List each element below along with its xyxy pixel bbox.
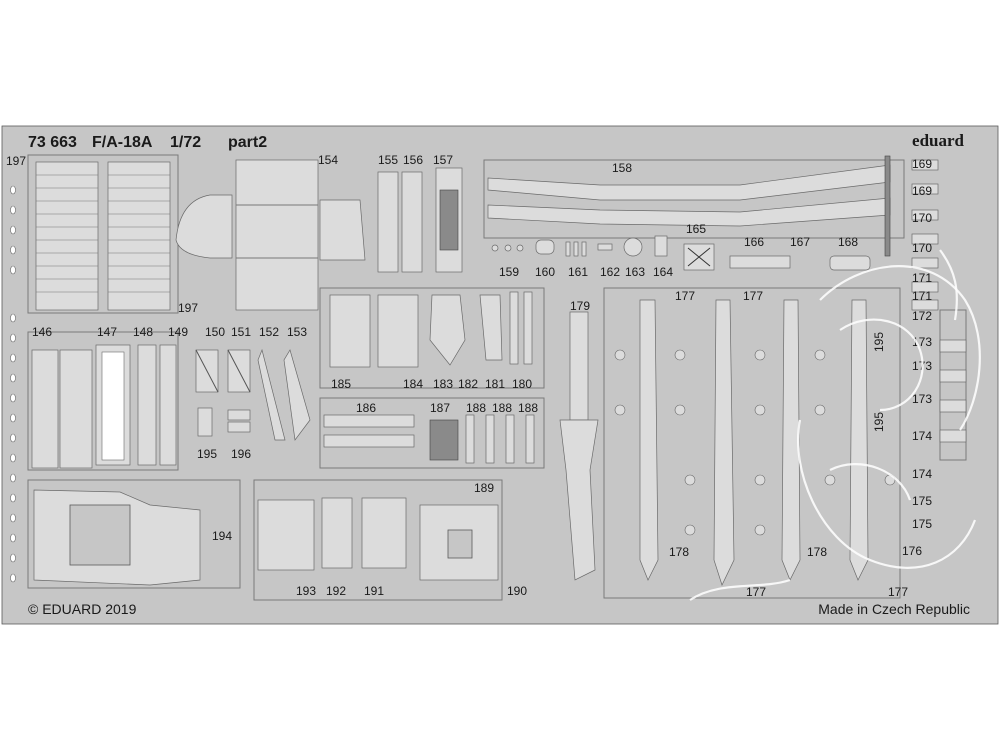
label-171-a: 171 <box>912 271 932 285</box>
label-191: 191 <box>364 584 384 598</box>
label-156: 156 <box>403 153 423 167</box>
small-parts-row <box>491 235 871 271</box>
part-194 <box>33 489 201 586</box>
label-192: 192 <box>326 584 346 598</box>
label-165: 165 <box>686 222 706 236</box>
label-188-c: 188 <box>518 401 538 415</box>
label-166: 166 <box>744 235 764 249</box>
label-177-d: 177 <box>888 585 908 599</box>
watermark-seal-icon <box>689 249 981 601</box>
label-150: 150 <box>205 325 225 339</box>
label-179: 179 <box>570 299 590 313</box>
label-193: 193 <box>296 584 316 598</box>
label-164: 164 <box>653 265 673 279</box>
label-189: 189 <box>474 481 494 495</box>
label-177-c: 177 <box>746 585 766 599</box>
label-159: 159 <box>499 265 519 279</box>
label-155: 155 <box>378 153 398 167</box>
label-174-a: 174 <box>912 429 932 443</box>
label-162: 162 <box>600 265 620 279</box>
parts-180-185 <box>329 291 533 368</box>
label-174-b: 174 <box>912 467 932 481</box>
label-185: 185 <box>331 377 351 391</box>
label-160: 160 <box>535 265 555 279</box>
pylons-177 <box>614 299 896 586</box>
sheet-part: part2 <box>228 134 267 151</box>
label-178-b: 178 <box>807 545 827 559</box>
label-195-a: 195 <box>197 447 217 461</box>
label-186: 186 <box>356 401 376 415</box>
label-187: 187 <box>430 401 450 415</box>
label-177-b: 177 <box>743 289 763 303</box>
label-196: 196 <box>231 447 251 461</box>
label-183: 183 <box>433 377 453 391</box>
part-158 <box>487 155 891 257</box>
label-177-a: 177 <box>675 289 695 303</box>
label-168: 168 <box>838 235 858 249</box>
label-173-a: 173 <box>912 335 932 349</box>
parts-186-188 <box>323 414 535 464</box>
label-169-b: 169 <box>912 184 932 198</box>
label-176: 176 <box>902 544 922 558</box>
part-197-grid <box>35 161 171 311</box>
parts-146-149 <box>31 344 177 469</box>
label-188-b: 188 <box>492 401 512 415</box>
label-157: 157 <box>433 153 453 167</box>
part-179 <box>559 311 599 581</box>
label-158: 158 <box>612 161 632 175</box>
label-178-a: 178 <box>669 545 689 559</box>
label-153: 153 <box>287 325 307 339</box>
scale: 1/72 <box>170 134 201 151</box>
aircraft-model: F/A-18A <box>92 134 153 151</box>
label-161: 161 <box>568 265 588 279</box>
label-170-b: 170 <box>912 241 932 255</box>
right-column-parts <box>911 159 967 461</box>
label-148: 148 <box>133 325 153 339</box>
label-182: 182 <box>458 377 478 391</box>
part-154 <box>175 159 366 311</box>
label-170-a: 170 <box>912 211 932 225</box>
label-151: 151 <box>231 325 251 339</box>
label-154: 154 <box>318 153 338 167</box>
label-180: 180 <box>512 377 532 391</box>
label-188-a: 188 <box>466 401 486 415</box>
left-holes <box>10 185 16 583</box>
label-197-top: 197 <box>6 154 26 168</box>
brand-logo: eduard <box>912 131 965 150</box>
label-181: 181 <box>485 377 505 391</box>
label-184: 184 <box>403 377 423 391</box>
label-173-c: 173 <box>912 392 932 406</box>
label-175-b: 175 <box>912 517 932 531</box>
label-152: 152 <box>259 325 279 339</box>
label-149: 149 <box>168 325 188 339</box>
origin-note: Made in Czech Republic <box>818 601 970 617</box>
label-169-a: 169 <box>912 157 932 171</box>
parts-189-193 <box>257 497 499 581</box>
label-167: 167 <box>790 235 810 249</box>
label-195-b: 195 <box>872 332 886 352</box>
label-147: 147 <box>97 325 117 339</box>
label-195-c: 195 <box>872 412 886 432</box>
label-197-bottom: 197 <box>178 301 198 315</box>
label-146: 146 <box>32 325 52 339</box>
label-172: 172 <box>912 309 932 323</box>
part-155-157 <box>377 167 463 273</box>
label-190: 190 <box>507 584 527 598</box>
copyright: © EDUARD 2019 <box>28 601 137 617</box>
label-194: 194 <box>212 529 232 543</box>
label-175-a: 175 <box>912 494 932 508</box>
label-163: 163 <box>625 265 645 279</box>
parts-150-153 <box>195 348 311 441</box>
set-code: 73 663 <box>28 134 77 151</box>
label-171-b: 171 <box>912 289 932 303</box>
